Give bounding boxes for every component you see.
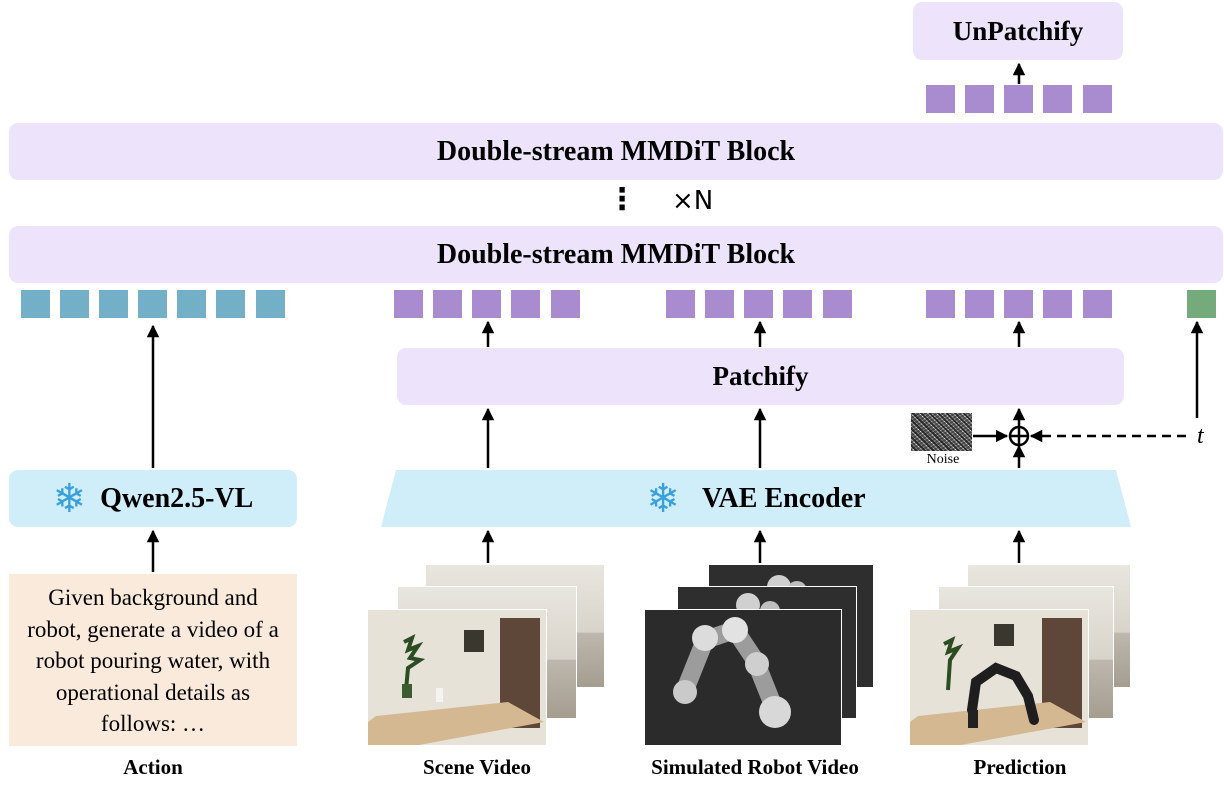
scene-token <box>511 290 540 318</box>
prediction-illustration <box>910 610 1088 745</box>
prediction-token <box>1083 290 1112 318</box>
caption-prediction: Prediction <box>973 755 1067 779</box>
text-token <box>60 290 89 318</box>
mmdit-top-label: Double-stream MMDiT Block <box>436 135 796 167</box>
text-encoder-block: ❄ Qwen2.5-VL <box>9 470 297 527</box>
robot-token <box>823 290 852 318</box>
vae-encoder-block: ❄ VAE Encoder <box>381 470 1131 527</box>
caption-robot-video: Simulated Robot Video <box>651 755 859 779</box>
text-token <box>99 290 128 318</box>
caption-action: Action <box>123 755 183 779</box>
output-token <box>1083 85 1112 113</box>
output-token <box>965 85 994 113</box>
prediction-frame <box>909 609 1089 746</box>
timestep-token <box>1187 290 1216 318</box>
robot-token <box>783 290 812 318</box>
mmdit-block-bottom: Double-stream MMDiT Block <box>9 226 1223 283</box>
output-token <box>1004 85 1033 113</box>
scene-token <box>433 290 462 318</box>
vae-encoder-label: VAE Encoder <box>701 482 866 514</box>
prediction-token <box>1043 290 1072 318</box>
repeat-dots: ⋮ <box>607 182 637 217</box>
prediction-token <box>965 290 994 318</box>
action-prompt: Given background and robot, generate a v… <box>9 574 297 746</box>
text-token <box>177 290 206 318</box>
caption-scene-video: Scene Video <box>423 755 531 779</box>
noise-label: Noise <box>926 452 960 467</box>
text-encoder-label: Qwen2.5-VL <box>100 482 254 514</box>
unpatchify-label: UnPatchify <box>952 15 1084 46</box>
robot-arm-illustration <box>645 610 841 745</box>
text-token <box>138 290 167 318</box>
robot-frame <box>644 609 842 746</box>
snowflake-icon: ❄ <box>646 475 680 522</box>
output-token <box>1043 85 1072 113</box>
scene-frame <box>367 609 547 746</box>
scene-token <box>394 290 423 318</box>
snowflake-icon: ❄ <box>52 475 87 522</box>
action-prompt-text: Given background and robot, generate a v… <box>27 585 279 736</box>
scene-token <box>551 290 580 318</box>
output-token <box>926 85 955 113</box>
text-token <box>21 290 50 318</box>
scene-token <box>472 290 501 318</box>
text-token <box>216 290 245 318</box>
patchify-block: Patchify <box>397 348 1124 405</box>
patchify-label: Patchify <box>712 361 809 391</box>
unpatchify-block: UnPatchify <box>913 2 1123 60</box>
robot-token <box>744 290 773 318</box>
timestep-label: t <box>1197 423 1204 449</box>
noise-image <box>911 413 972 451</box>
scene-illustration <box>368 610 546 745</box>
prediction-token <box>926 290 955 318</box>
robot-token <box>705 290 734 318</box>
robot-token <box>666 290 695 318</box>
prediction-token <box>1004 290 1033 318</box>
mmdit-block-top: Double-stream MMDiT Block <box>9 123 1223 180</box>
text-token <box>256 290 285 318</box>
repeat-count: ×N <box>672 186 714 216</box>
mmdit-bottom-label: Double-stream MMDiT Block <box>436 238 796 270</box>
